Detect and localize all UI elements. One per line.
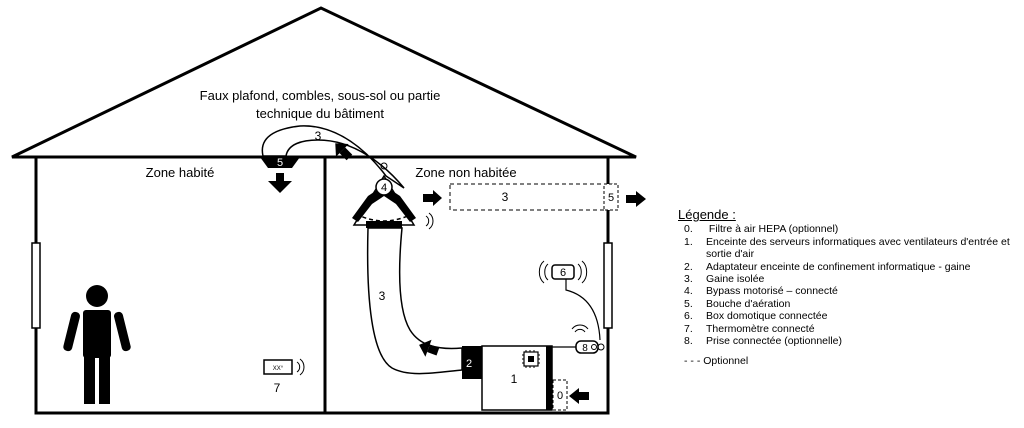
callout-1: 1 xyxy=(511,372,518,386)
zone-habite-label: Zone habité xyxy=(146,165,215,180)
callout-3-vertical: 3 xyxy=(379,289,386,303)
callout-3-roof: 3 xyxy=(315,129,322,143)
home-box-6: 6 xyxy=(539,261,600,340)
legend-item-text: Bypass motorisé – connecté xyxy=(706,285,838,297)
legend-item-text: Enceinte des serveurs informatiques avec… xyxy=(706,236,1018,261)
callout-8: 8 xyxy=(582,343,588,354)
legend-item-num: 3. xyxy=(684,273,706,285)
arrow-down-icon xyxy=(268,173,292,193)
legend-item: 4. Bypass motorisé – connecté xyxy=(678,285,1018,297)
arrow-right-outside-icon xyxy=(626,191,646,207)
callout-7: 7 xyxy=(274,381,281,395)
person-icon xyxy=(62,285,131,404)
legend-item-text: Adaptateur enceinte de confinement infor… xyxy=(706,261,970,273)
legend-item: 7. Thermomètre connecté xyxy=(678,323,1018,335)
callout-2: 2 xyxy=(466,358,472,370)
callout-0: 0 xyxy=(557,390,563,402)
optional-duct-exhaust: 3 5 xyxy=(450,184,618,210)
legend-title: Légende : xyxy=(678,209,1018,221)
roof-label-line2: technique du bâtiment xyxy=(256,106,384,121)
legend-item: 3. Gaine isolée xyxy=(678,273,1018,285)
thermometer-display: XX° xyxy=(273,366,284,372)
window-right xyxy=(604,243,612,328)
callout-4: 4 xyxy=(381,182,387,194)
legend-item-num: 7. xyxy=(684,323,706,335)
window-left xyxy=(32,243,40,328)
legend-item-num: 4. xyxy=(684,285,706,297)
legend: Légende : 0. Filtre à air HEPA (optionne… xyxy=(678,209,1018,368)
roof-label-line1: Faux plafond, combles, sous-sol ou parti… xyxy=(200,88,441,103)
legend-optional-note: - - - Optionnel xyxy=(678,355,1018,367)
legend-item: 2. Adaptateur enceinte de confinement in… xyxy=(678,261,1018,273)
callout-5-wall: 5 xyxy=(608,192,614,204)
legend-item-text: Filtre à air HEPA (optionnel) xyxy=(706,223,838,235)
server-enclosure-1: 1 xyxy=(482,346,552,410)
legend-item-text: Thermomètre connecté xyxy=(706,323,815,335)
legend-item-num: 0. xyxy=(684,223,706,235)
thermometer-7: XX° 7 xyxy=(264,359,304,395)
legend-item-text: Gaine isolée xyxy=(706,273,764,285)
legend-item-text: Prise connectée (optionnelle) xyxy=(706,335,842,347)
legend-item: 1. Enceinte des serveurs informatiques a… xyxy=(678,236,1018,261)
smart-plug-8: 8 xyxy=(552,325,604,354)
legend-item-num: 2. xyxy=(684,261,706,273)
arrow-left-intake-icon xyxy=(569,388,589,404)
zone-non-habitee-label: Zone non habitée xyxy=(415,165,516,180)
legend-item: 8. Prise connectée (optionnelle) xyxy=(678,335,1018,347)
bypass-base-connector xyxy=(366,221,402,228)
legend-item-text: Box domotique connectée xyxy=(706,310,827,322)
legend-item: 0. Filtre à air HEPA (optionnel) xyxy=(678,223,1018,235)
legend-item: 6. Box domotique connectée xyxy=(678,310,1018,322)
arrow-right-icon xyxy=(423,190,442,206)
legend-item: 5. Bouche d'aération xyxy=(678,298,1018,310)
callout-3-optional: 3 xyxy=(502,190,509,204)
legend-item-num: 6. xyxy=(684,310,706,322)
legend-item-text: Bouche d'aération xyxy=(706,298,790,310)
chip-icon xyxy=(522,350,540,368)
legend-item-num: 1. xyxy=(684,236,706,261)
callout-6: 6 xyxy=(560,267,566,279)
callout-5-ceiling: 5 xyxy=(277,157,283,169)
legend-item-num: 5. xyxy=(684,298,706,310)
legend-item-num: 8. xyxy=(684,335,706,347)
